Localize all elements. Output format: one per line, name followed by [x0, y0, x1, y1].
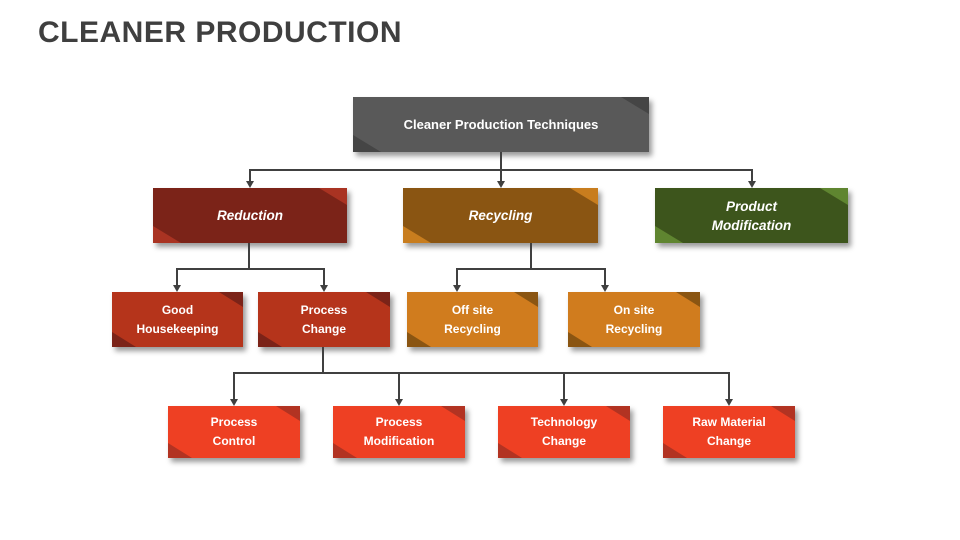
connector-line	[530, 243, 532, 270]
arrowhead-down-icon	[453, 285, 461, 292]
corner-fold-icon	[441, 406, 465, 421]
connector-line	[456, 268, 458, 286]
connector-line	[456, 268, 606, 270]
corner-fold-icon	[663, 443, 687, 458]
node-label: Product Modification	[711, 198, 792, 233]
corner-fold-icon	[676, 292, 700, 307]
node-off-site-recycling: Off site Recycling	[407, 292, 538, 347]
connector-line	[322, 347, 324, 374]
connector-line	[248, 243, 250, 270]
connector-line	[233, 372, 235, 400]
connector-line	[249, 169, 251, 182]
node-process-modification: Process Modification	[333, 406, 465, 458]
node-raw-material-change: Raw Material Change	[663, 406, 795, 458]
corner-fold-icon	[771, 406, 795, 421]
node-label: Off site Recycling	[444, 302, 501, 336]
corner-fold-icon	[353, 135, 381, 152]
arrowhead-down-icon	[725, 399, 733, 406]
arrowhead-down-icon	[560, 399, 568, 406]
node-label: On site Recycling	[605, 302, 663, 336]
node-good-housekeeping: Good Housekeeping	[112, 292, 243, 347]
arrowhead-down-icon	[320, 285, 328, 292]
corner-fold-icon	[498, 443, 522, 458]
node-cleaner-production-techniques: Cleaner Production Techniques	[353, 97, 649, 152]
arrowhead-down-icon	[748, 181, 756, 188]
arrowhead-down-icon	[230, 399, 238, 406]
node-label: Raw Material Change	[692, 415, 766, 448]
node-label: Process Modification	[363, 415, 435, 448]
arrowhead-down-icon	[395, 399, 403, 406]
node-recycling: Recycling	[403, 188, 598, 243]
arrowhead-down-icon	[497, 181, 505, 188]
corner-fold-icon	[153, 226, 181, 243]
node-label: Recycling	[468, 208, 533, 223]
node-label: Reduction	[217, 208, 283, 223]
corner-fold-icon	[366, 292, 390, 307]
corner-fold-icon	[403, 226, 431, 243]
node-process-control: Process Control	[168, 406, 300, 458]
node-technology-change: Technology Change	[498, 406, 630, 458]
node-reduction: Reduction	[153, 188, 347, 243]
corner-fold-icon	[606, 406, 630, 421]
corner-fold-icon	[655, 226, 683, 243]
corner-fold-icon	[276, 406, 300, 421]
connector-line	[176, 268, 178, 286]
corner-fold-icon	[514, 292, 538, 307]
connector-line	[728, 372, 730, 400]
node-product-modification: Product Modification	[655, 188, 848, 243]
connector-line	[176, 268, 325, 270]
corner-fold-icon	[258, 332, 282, 347]
corner-fold-icon	[621, 97, 649, 114]
node-label: Process Control	[210, 415, 258, 448]
node-process-change: Process Change	[258, 292, 390, 347]
node-on-site-recycling: On site Recycling	[568, 292, 700, 347]
connector-line	[751, 169, 753, 182]
corner-fold-icon	[168, 443, 192, 458]
connector-line	[398, 372, 400, 400]
corner-fold-icon	[219, 292, 243, 307]
corner-fold-icon	[568, 332, 592, 347]
corner-fold-icon	[407, 332, 431, 347]
connector-line	[604, 268, 606, 286]
arrowhead-down-icon	[601, 285, 609, 292]
connector-line	[563, 372, 565, 400]
node-label: Cleaner Production Techniques	[403, 117, 599, 132]
node-label: Technology Change	[530, 415, 598, 448]
page-title: CLEANER PRODUCTION	[38, 16, 403, 49]
connector-line	[233, 372, 730, 374]
connector-line	[323, 268, 325, 286]
arrowhead-down-icon	[173, 285, 181, 292]
corner-fold-icon	[820, 188, 848, 205]
corner-fold-icon	[112, 332, 136, 347]
corner-fold-icon	[319, 188, 347, 205]
corner-fold-icon	[333, 443, 357, 458]
arrowhead-down-icon	[246, 181, 254, 188]
node-label: Process Change	[300, 302, 348, 336]
connector-line	[500, 169, 502, 182]
node-label: Good Housekeeping	[136, 302, 219, 336]
connector-line	[500, 152, 502, 171]
corner-fold-icon	[570, 188, 598, 205]
